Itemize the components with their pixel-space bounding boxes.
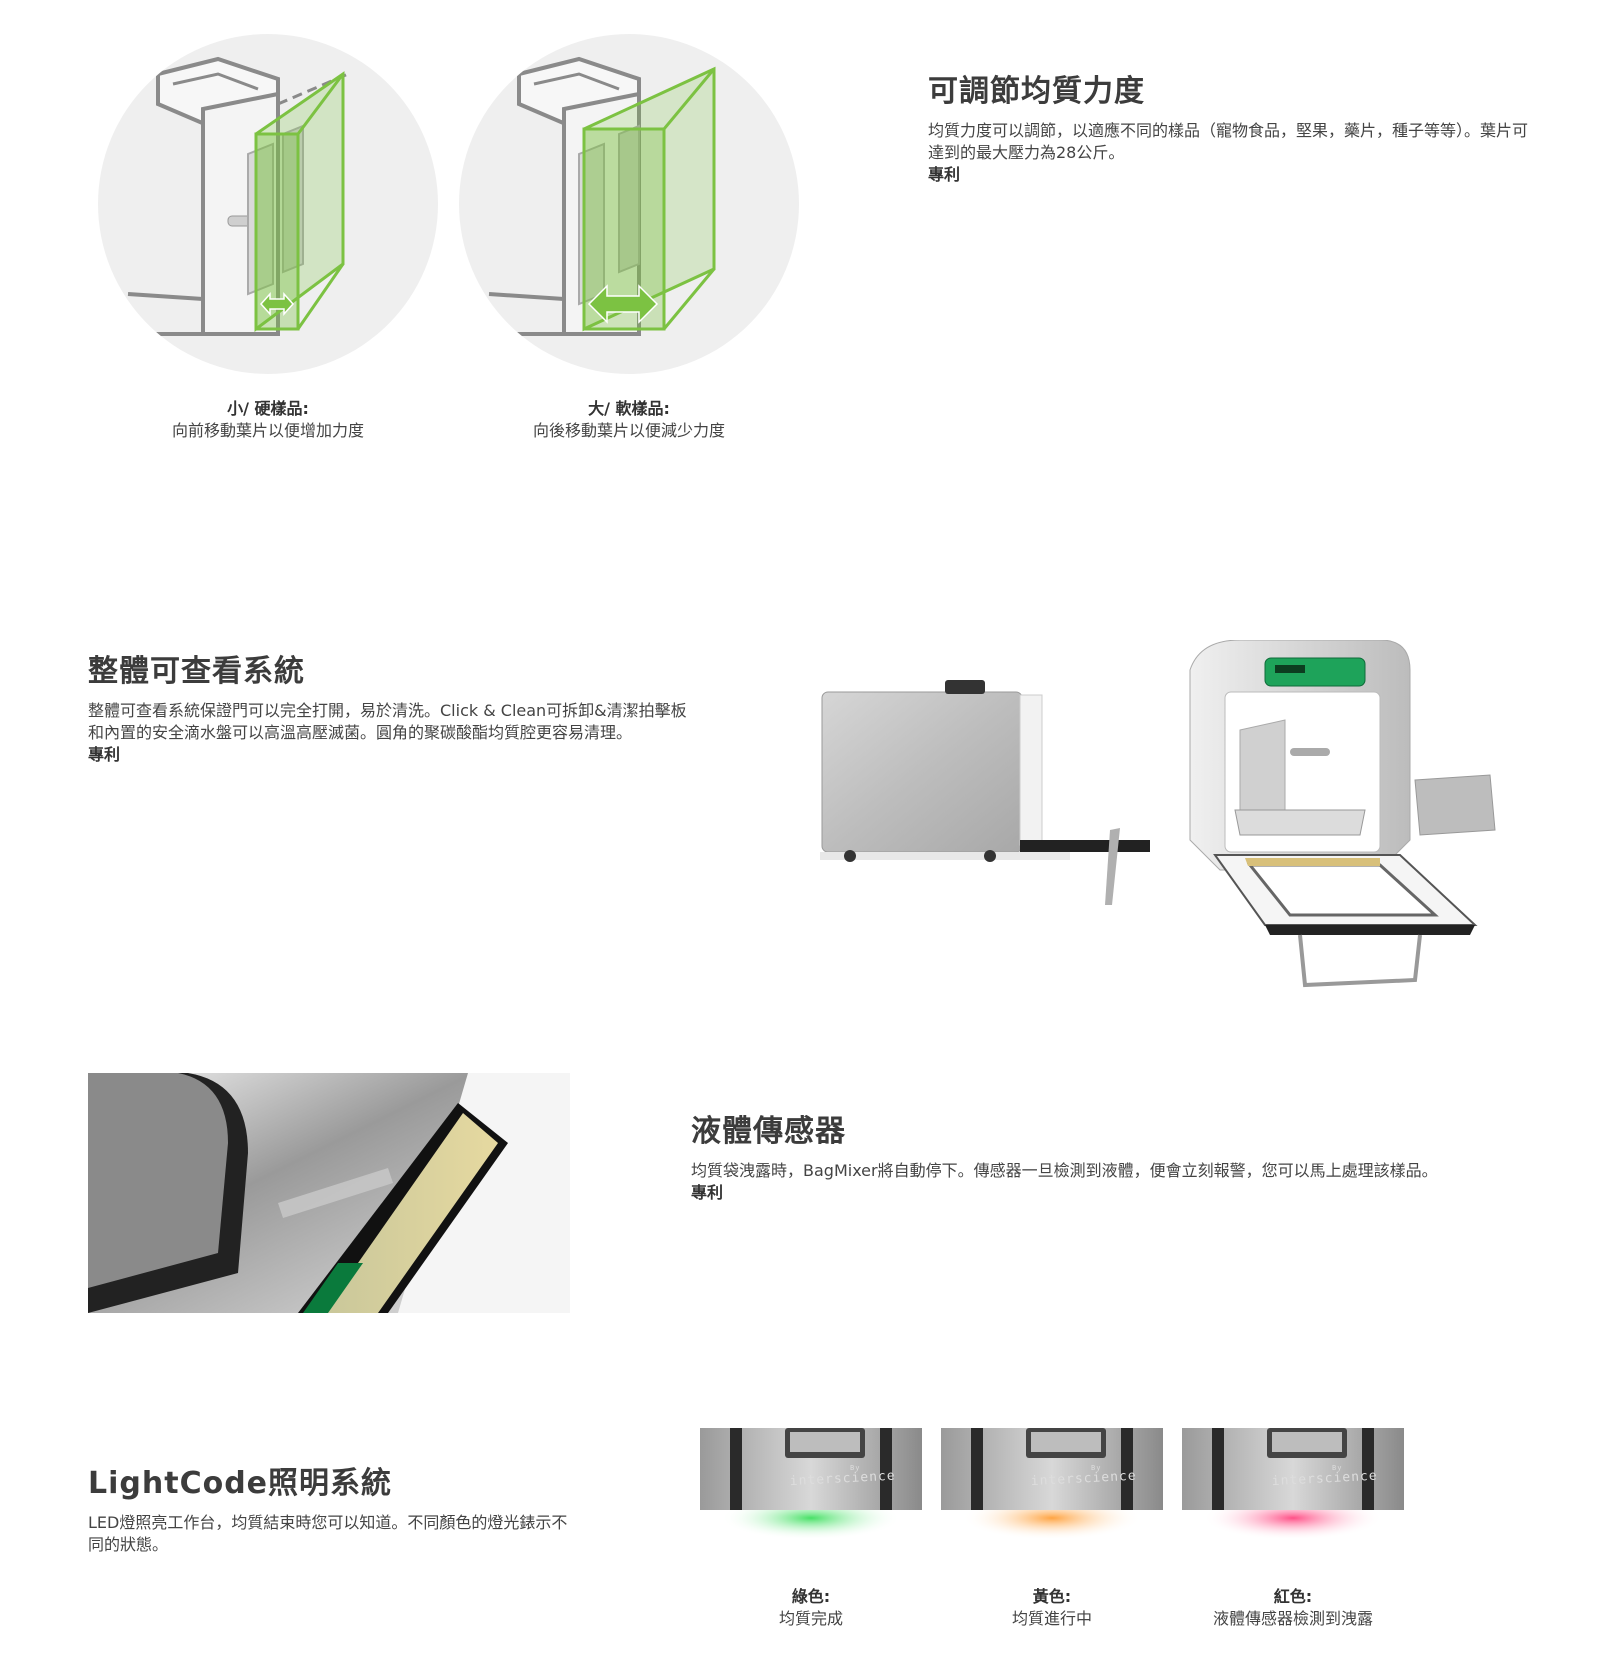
caption-title: 小/ 硬樣品:: [227, 399, 309, 418]
diagram-large-sample: [459, 34, 799, 374]
patent-label: 專利: [928, 165, 961, 184]
section-body-view: 整體可查看系統保證門可以完全打開，易於清洗。Click & Clean可拆卸&清…: [88, 700, 688, 766]
blade-backward-illustration: [479, 56, 716, 336]
caption-red: 紅色: 液體傳感器檢測到洩露: [1182, 1586, 1404, 1630]
section-title-light: LightCode照明系統: [88, 1466, 393, 1501]
lightcode-red-photo: By interscience: [1182, 1428, 1404, 1538]
lightcode-green-photo: By interscience: [700, 1428, 922, 1538]
state-title: 紅色:: [1273, 1587, 1313, 1606]
state-text: 均質完成: [778, 1609, 843, 1628]
body-text: LED燈照亮工作台，均質結束時您可以知道。不同顏色的燈光錶示不同的狀態。: [88, 1513, 568, 1554]
section-title-sensor: 液體傳感器: [691, 1114, 846, 1149]
section-title-view: 整體可查看系統: [88, 654, 305, 689]
section-body-light: LED燈照亮工作台，均質結束時您可以知道。不同顏色的燈光錶示不同的狀態。: [88, 1512, 568, 1556]
caption-large-sample: 大/ 軟樣品: 向後移動葉片以便減少力度: [459, 398, 799, 442]
brand-small: By: [1332, 1464, 1342, 1472]
state-title: 綠色:: [791, 1587, 831, 1606]
lightcode-yellow-photo: By interscience: [941, 1428, 1163, 1538]
section-body-force: 均質力度可以調節，以適應不同的樣品（寵物食品，堅果，藥片，種子等等）。葉片可達到…: [928, 120, 1528, 186]
bagmixer-open-door-photo: [820, 640, 1496, 988]
body-text: 均質力度可以調節，以適應不同的樣品（寵物食品，堅果，藥片，種子等等）。葉片可達到…: [928, 121, 1529, 162]
section-body-sensor: 均質袋洩露時，BagMixer將自動停下。傳感器一旦檢測到液體，便會立刻報警，您…: [691, 1160, 1511, 1204]
blade-forward-illustration: [118, 56, 349, 336]
state-text: 均質進行中: [1011, 1609, 1092, 1628]
section-title-force: 可調節均質力度: [928, 74, 1145, 109]
state-title: 黃色:: [1032, 1587, 1072, 1606]
brand-small: By: [1091, 1464, 1101, 1472]
patent-label: 專利: [691, 1183, 724, 1202]
brand-logo: interscience: [1030, 1469, 1137, 1490]
brand-logo: interscience: [1271, 1469, 1378, 1490]
caption-yellow: 黃色: 均質進行中: [941, 1586, 1163, 1630]
brand-small: By: [850, 1464, 860, 1472]
caption-text: 向後移動葉片以便減少力度: [532, 421, 725, 440]
diagram-small-sample: [98, 34, 438, 374]
patent-label: 專利: [88, 745, 121, 764]
liquid-sensor-closeup-photo: [88, 1073, 570, 1313]
caption-small-sample: 小/ 硬樣品: 向前移動葉片以便增加力度: [98, 398, 438, 442]
brand-logo: interscience: [789, 1469, 896, 1490]
body-text: 均質袋洩露時，BagMixer將自動停下。傳感器一旦檢測到液體，便會立刻報警，您…: [691, 1161, 1438, 1180]
state-text: 液體傳感器檢測到洩露: [1212, 1609, 1373, 1628]
caption-text: 向前移動葉片以便增加力度: [171, 421, 364, 440]
body-text: 整體可查看系統保證門可以完全打開，易於清洗。Click & Clean可拆卸&清…: [88, 701, 687, 742]
caption-green: 綠色: 均質完成: [700, 1586, 922, 1630]
caption-title: 大/ 軟樣品:: [588, 399, 670, 418]
